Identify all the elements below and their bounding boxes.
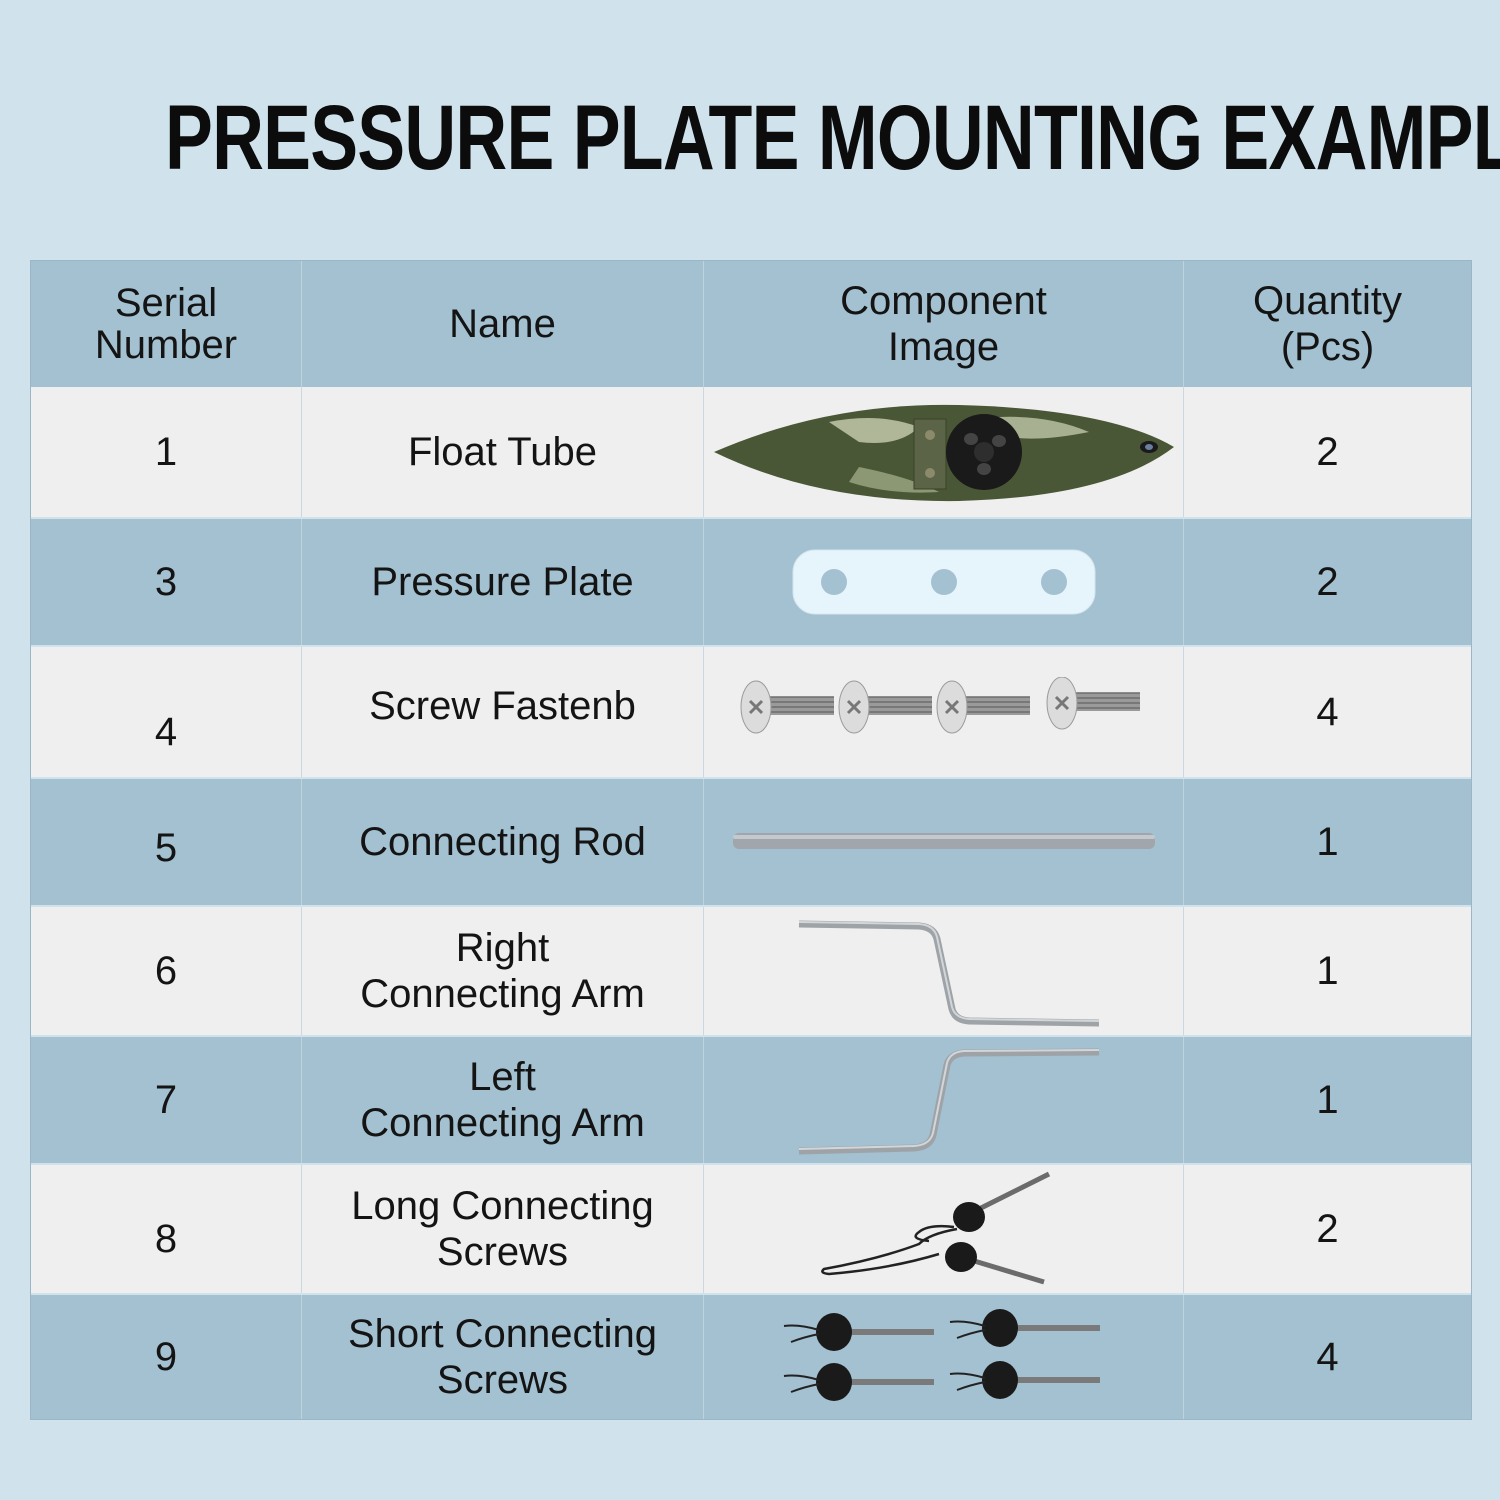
component-name-line-1: Long Connecting [351, 1184, 654, 1228]
header-qty-line-2: (Pcs) [1280, 325, 1375, 369]
component-name-line-2: Screws [436, 1358, 569, 1402]
image-cell [704, 387, 1184, 517]
quantity-value: 2 [1316, 430, 1339, 474]
component-name-line-1: Short Connecting [347, 1312, 658, 1356]
serial-cell: 1 [31, 387, 302, 517]
quantity-cell: 4 [1184, 1295, 1471, 1419]
header-name-label: Name [449, 302, 556, 346]
quantity-value: 1 [1316, 820, 1339, 864]
serial-cell: 6 [31, 907, 302, 1035]
component-name-line-1: Left [469, 1055, 536, 1099]
header-image-line-2: Image [887, 325, 1000, 369]
name-cell: Connecting Rod [302, 779, 704, 905]
header-serial-line-1: Serial [114, 281, 218, 325]
table-row: 5 Connecting Rod 1 [31, 779, 1471, 905]
component-name-line-1: Right [455, 926, 550, 970]
quantity-cell: 1 [1184, 907, 1471, 1035]
quantity-cell: 2 [1184, 1165, 1471, 1293]
serial-cell: 5 [31, 779, 302, 905]
long-screws-icon [820, 1171, 1050, 1285]
image-cell [704, 1165, 1184, 1293]
left-arm-icon [798, 1048, 1099, 1154]
quantity-value: 1 [1316, 949, 1339, 993]
component-name: Pressure Plate [371, 560, 634, 604]
image-cell [704, 1295, 1184, 1419]
header-quantity: Quantity(Pcs) [1184, 261, 1471, 387]
image-cell [704, 519, 1184, 645]
quantity-value: 4 [1316, 1335, 1339, 1379]
component-name-line-2: Screws [436, 1230, 569, 1274]
serial-number: 6 [154, 949, 178, 993]
component-name-line-2: Connecting Arm [360, 972, 645, 1016]
image-cell [704, 779, 1184, 905]
image-cell [704, 1037, 1184, 1163]
quantity-cell: 2 [1184, 519, 1471, 645]
component-name-line-2: Connecting Arm [360, 1101, 645, 1145]
serial-cell: 8 [31, 1165, 302, 1293]
component-name: Float Tube [407, 430, 597, 474]
quantity-value: 4 [1316, 690, 1339, 734]
quantity-value: 2 [1316, 560, 1339, 604]
name-cell: Pressure Plate [302, 519, 704, 645]
quantity-value: 1 [1316, 1078, 1339, 1122]
header-serial-line-2: Number [94, 323, 238, 367]
component-name: Screw Fastenb [369, 684, 636, 728]
quantity-value: 2 [1316, 1207, 1339, 1251]
float-tube-icon [713, 404, 1174, 502]
rod-icon [732, 833, 1155, 849]
table-row: 4 Screw Fastenb [31, 647, 1471, 777]
serial-number: 9 [154, 1335, 178, 1379]
serial-number: 8 [154, 1217, 178, 1261]
serial-cell: 4 [31, 647, 302, 777]
screws-icon [740, 677, 1140, 734]
table-row: 1 Float Tube 2 [31, 387, 1471, 517]
right-arm-icon [798, 920, 1099, 1026]
quantity-cell: 2 [1184, 387, 1471, 517]
pressure-plate-icon [792, 549, 1095, 615]
quantity-cell: 4 [1184, 647, 1471, 777]
image-cell [704, 907, 1184, 1035]
serial-number: 3 [154, 560, 178, 604]
header-name: Name [302, 261, 704, 387]
serial-cell: 9 [31, 1295, 302, 1419]
serial-number: 1 [154, 430, 178, 474]
component-name: Connecting Rod [359, 820, 646, 864]
serial-number: 7 [154, 1078, 178, 1122]
quantity-cell: 1 [1184, 779, 1471, 905]
short-screws-icon [783, 1309, 1100, 1401]
name-cell: Float Tube [302, 387, 704, 517]
name-cell: Screw Fastenb [302, 647, 704, 777]
page-title: PRESSURE PLATE MOUNTING EXAMPLE [165, 87, 1500, 189]
image-cell [704, 647, 1184, 777]
quantity-cell: 1 [1184, 1037, 1471, 1163]
serial-number: 5 [154, 826, 178, 870]
serial-cell: 3 [31, 519, 302, 645]
serial-cell: 7 [31, 1037, 302, 1163]
table-row: 3 Pressure Plate 2 [31, 519, 1471, 645]
header-image-line-1: Component [840, 279, 1047, 323]
serial-number: 4 [154, 710, 178, 754]
header-qty-line-1: Quantity [1253, 279, 1402, 323]
